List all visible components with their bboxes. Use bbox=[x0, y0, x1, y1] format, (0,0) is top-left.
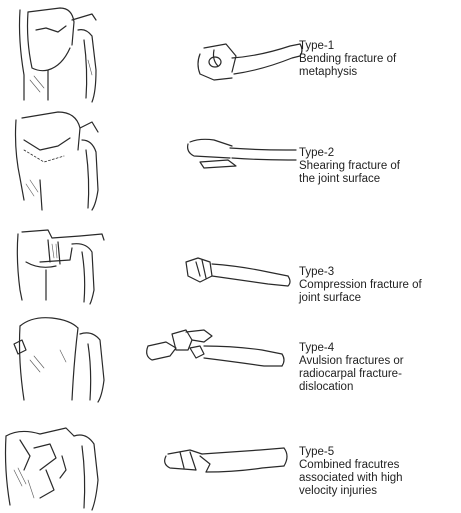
type-5-frontal-wrist-drawing bbox=[6, 428, 99, 510]
type-3-label: Type-3 Compression fracture of joint sur… bbox=[299, 266, 422, 305]
type-5-lateral-radius-drawing bbox=[165, 448, 287, 472]
type-4-line-2: radiocarpal fracture- bbox=[299, 368, 404, 381]
type-4-frontal-wrist-drawing bbox=[14, 318, 104, 402]
type-5-label: Type-5 Combined fracutres associated wit… bbox=[299, 446, 403, 498]
type-3-line-2: joint surface bbox=[299, 292, 422, 305]
type-2-line-2: the joint surface bbox=[299, 173, 400, 186]
type-1-lateral-radius-drawing bbox=[198, 44, 302, 80]
type-4-line-3: dislocation bbox=[299, 381, 404, 394]
type-4-line-1: Avulsion fractures or bbox=[299, 355, 404, 368]
type-3-frontal-wrist-drawing bbox=[17, 230, 104, 304]
type-2-title: Type-2 bbox=[299, 147, 400, 160]
type-1-line-2: metaphysis bbox=[299, 66, 396, 79]
type-1-label: Type-1 Bending fracture of metaphysis bbox=[299, 40, 396, 79]
type-5-line-2: associated with high bbox=[299, 472, 403, 485]
type-5-line-3: velocity injuries bbox=[299, 485, 403, 498]
type-5-line-1: Combined fracutres bbox=[299, 459, 403, 472]
type-5-title: Type-5 bbox=[299, 446, 403, 459]
type-2-label: Type-2 Shearing fracture of the joint su… bbox=[299, 147, 400, 186]
type-1-title: Type-1 bbox=[299, 40, 396, 53]
type-2-line-1: Shearing fracture of bbox=[299, 160, 400, 173]
type-1-line-1: Bending fracture of bbox=[299, 53, 396, 66]
type-3-title: Type-3 bbox=[299, 266, 422, 279]
type-4-label: Type-4 Avulsion fractures or radiocarpal… bbox=[299, 342, 404, 394]
type-2-frontal-wrist-drawing bbox=[16, 112, 99, 210]
type-4-title: Type-4 bbox=[299, 342, 404, 355]
type-3-line-1: Compression fracture of bbox=[299, 279, 422, 292]
type-3-lateral-radius-drawing bbox=[186, 258, 290, 286]
type-4-lateral-radius-drawing bbox=[147, 330, 284, 366]
type-2-lateral-radius-drawing bbox=[188, 139, 296, 168]
type-1-frontal-wrist-drawing bbox=[20, 8, 97, 102]
